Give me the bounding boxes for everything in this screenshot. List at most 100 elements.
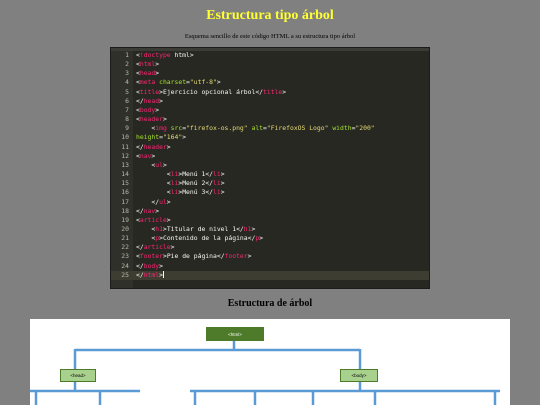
line-number: 1 — [125, 51, 129, 59]
code-token: html — [139, 60, 156, 69]
code-line[interactable]: 19<article> — [111, 216, 429, 225]
line-code: <img src="firefox-os.png" alt="FirefoxOS… — [133, 124, 374, 133]
code-token: Menú 2 — [182, 179, 206, 188]
code-token: Titular de nivel 1 — [166, 224, 237, 233]
code-token: < — [136, 151, 140, 160]
line-code: </body> — [133, 262, 163, 271]
tree-node-html: <html> — [206, 327, 264, 341]
code-token: > — [155, 60, 160, 69]
code-line[interactable]: 17 </ul> — [111, 198, 429, 207]
code-token: < — [151, 124, 156, 133]
code-token: > — [170, 243, 175, 252]
code-line[interactable]: 13 <ul> — [111, 161, 429, 170]
code-line[interactable]: 14 <li>Menú 1</li> — [111, 170, 429, 179]
code-line[interactable]: 12<nav> — [111, 152, 429, 161]
code-line[interactable]: 22</article> — [111, 243, 429, 252]
code-line[interactable]: 9 <img src="firefox-os.png" alt="Firefox… — [111, 124, 429, 133]
code-token: li — [213, 188, 221, 197]
line-code: <header> — [133, 115, 167, 124]
code-line[interactable]: 23<footer>Pie de página</footer> — [111, 252, 429, 261]
line-number: 17 — [121, 197, 129, 206]
code-line[interactable]: 8<header> — [111, 115, 429, 124]
code-line[interactable]: 24 </body> — [111, 262, 429, 271]
code-token: = — [182, 124, 187, 133]
code-line[interactable]: 18</nav> — [111, 207, 429, 216]
code-token: </ — [136, 96, 144, 105]
code-line[interactable]: 3<head> — [111, 69, 429, 78]
code-token: > — [162, 252, 167, 261]
line-code: <article> — [133, 216, 171, 225]
code-line[interactable]: 6</head> — [111, 97, 429, 106]
code-token: > — [159, 234, 163, 243]
code-token: > — [162, 224, 167, 233]
code-line[interactable]: 25</html> — [111, 270, 429, 280]
code-lines[interactable]: 1<!doctype html>2<html>3<head>4<meta cha… — [111, 51, 429, 280]
line-code: <h1>Titular de nivel 1</h1> — [133, 225, 255, 234]
code-line[interactable]: 7<body> — [111, 106, 429, 115]
code-token: > — [166, 197, 171, 206]
line-code: <meta charset="utf-8"> — [133, 78, 221, 87]
code-token: > — [151, 151, 156, 160]
code-token: < — [151, 224, 156, 233]
code-line[interactable]: 16 <li>Menú 3</li> — [111, 188, 429, 197]
code-editor[interactable]: 1<!doctype html>2<html>3<head>4<meta cha… — [110, 47, 430, 289]
code-token — [136, 198, 151, 206]
code-token: header — [139, 115, 163, 124]
code-token: "firefox-os.png" — [186, 124, 248, 133]
line-number: 13 — [121, 160, 129, 169]
code-token — [136, 234, 151, 242]
tree-diagram: <html> <head> <body> — [30, 319, 510, 405]
line-number: 11 — [121, 142, 129, 151]
line-code: <body> — [133, 106, 159, 115]
code-token: > — [247, 252, 252, 261]
code-token: = — [186, 78, 190, 87]
code-line[interactable]: 11</header> — [111, 143, 429, 152]
code-token: li — [213, 179, 221, 188]
code-token: head — [139, 69, 156, 78]
code-token: </ — [136, 206, 144, 215]
line-code: <html> — [133, 60, 159, 69]
line-number: 24 — [121, 261, 129, 270]
code-token: footer — [139, 252, 163, 261]
code-line[interactable]: 20 <h1>Titular de nivel 1</h1> — [111, 225, 429, 234]
code-token: < — [151, 160, 156, 169]
code-token: > — [159, 270, 163, 279]
code-token: Contenido de la página — [162, 234, 248, 243]
code-line[interactable]: 2<html> — [111, 60, 429, 69]
code-token: Menú 3 — [182, 188, 206, 197]
code-token: </ — [136, 261, 144, 270]
code-token: = — [263, 124, 267, 133]
code-token: </ — [205, 179, 213, 188]
code-token: > — [155, 206, 160, 215]
tree-connectors — [30, 341, 500, 405]
code-line[interactable]: 4<meta charset="utf-8"> — [111, 78, 429, 87]
code-line[interactable]: 21 <p>Contenido de la página</p> — [111, 234, 429, 243]
line-number: 9 — [125, 124, 129, 133]
code-token: < — [136, 60, 140, 69]
line-code: <footer>Pie de página</footer> — [133, 252, 252, 261]
code-token: li — [170, 188, 179, 197]
code-token: < — [136, 115, 140, 124]
code-token: > — [155, 69, 160, 78]
line-number-gutter — [111, 51, 133, 288]
code-token: charset — [159, 78, 187, 87]
code-token: html — [170, 51, 190, 59]
code-token — [136, 188, 167, 196]
code-token: </ — [136, 142, 144, 151]
code-token: h1 — [243, 224, 252, 233]
code-token: > — [155, 105, 160, 114]
code-token: </ — [205, 188, 213, 197]
code-token: < — [166, 179, 171, 188]
code-token: < — [136, 78, 140, 87]
code-token: > — [162, 160, 167, 169]
code-token: alt — [251, 124, 264, 133]
code-token: li — [213, 170, 221, 179]
code-token: article — [139, 215, 167, 224]
line-number: 20 — [121, 224, 129, 233]
code-token: </ — [255, 87, 264, 96]
code-line[interactable]: 15 <li>Menú 2</li> — [111, 179, 429, 188]
code-line[interactable]: 5<title>Ejercicio opcional árbol</title> — [111, 88, 429, 97]
code-line[interactable]: 1<!doctype html> — [111, 51, 429, 60]
page-subtitle: Esquema sencillo de este código HTML a s… — [184, 33, 356, 40]
